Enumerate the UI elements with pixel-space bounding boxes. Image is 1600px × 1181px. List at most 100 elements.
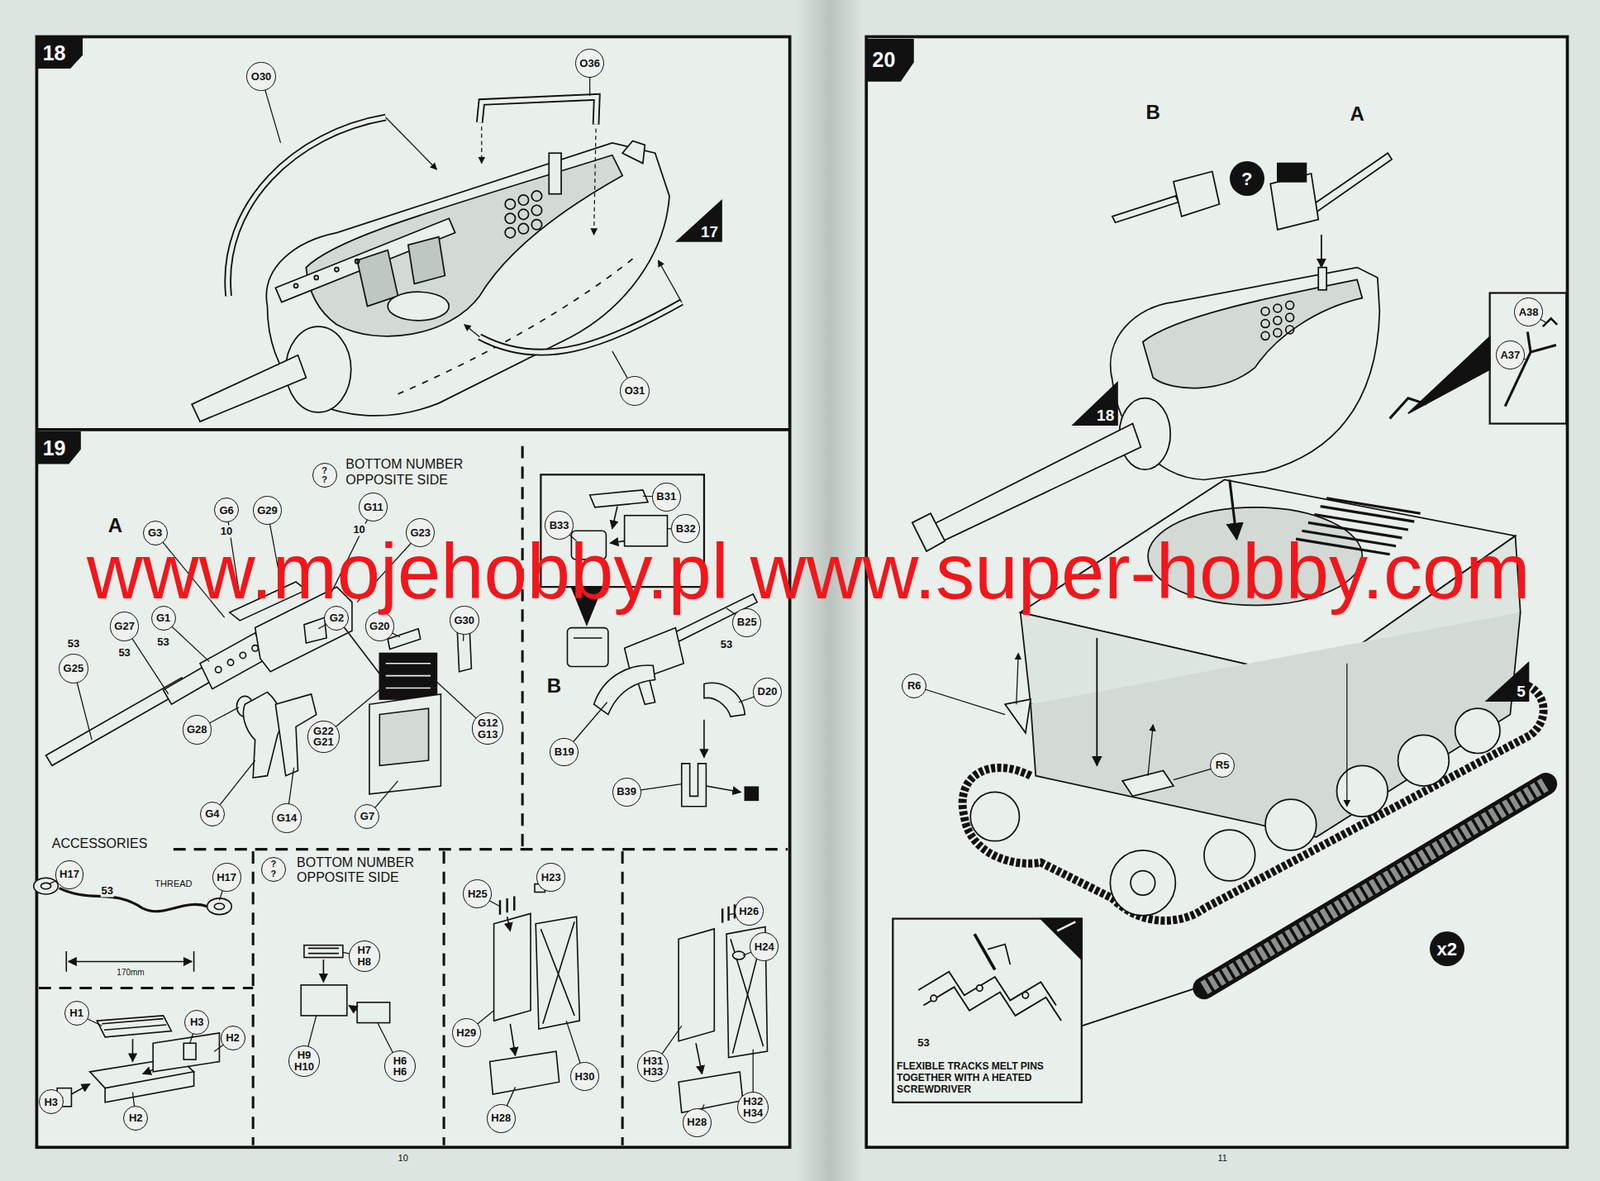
- line-art: [59, 888, 208, 912]
- bottom-number-symbol: ? ?: [312, 462, 338, 488]
- step-number: 19: [38, 431, 81, 465]
- line-art: [480, 126, 482, 163]
- part-code: H26: [738, 905, 759, 918]
- line-art: [369, 694, 441, 795]
- line-art: [183, 1042, 196, 1060]
- part-code: H23: [541, 871, 562, 884]
- step-reference-triangle: 5: [1484, 661, 1529, 702]
- turret-drawing: [191, 96, 682, 422]
- line-art: [1040, 919, 1081, 960]
- part-code: B39: [616, 785, 637, 798]
- section-heading: ACCESSORIES: [51, 836, 149, 852]
- line-art: [1261, 307, 1270, 316]
- line-art: [1273, 304, 1282, 313]
- line-art: [308, 947, 339, 953]
- line-art: [1147, 724, 1153, 777]
- line-art: [1277, 163, 1307, 182]
- line-art: [1109, 850, 1176, 916]
- part-code: H9 H10: [294, 1049, 315, 1072]
- part-code: H29: [456, 1027, 477, 1039]
- line-art: [71, 1084, 90, 1095]
- part-code: G20: [369, 620, 391, 633]
- part-code: 18: [38, 42, 67, 64]
- variant-letter: B: [1145, 100, 1162, 124]
- part-code: 19: [38, 438, 67, 459]
- part-code: H24: [754, 941, 775, 953]
- line-art: [294, 283, 299, 288]
- line-art: [594, 128, 596, 235]
- line-art: [1095, 638, 1098, 766]
- callout-number: G29: [252, 495, 283, 526]
- line-art: [1273, 328, 1282, 338]
- line-art: [38, 986, 253, 990]
- accessory-drawing: [33, 877, 768, 1113]
- line-art: [173, 847, 788, 851]
- line-art: [612, 506, 618, 529]
- line-art: [490, 1051, 560, 1095]
- line-art: [314, 275, 319, 280]
- callout-number: H26: [734, 896, 764, 926]
- line-art: [1130, 871, 1156, 896]
- part-code: H28: [490, 1112, 511, 1124]
- line-art: [1022, 992, 1029, 999]
- gun-b-drawing: [540, 474, 758, 806]
- line-art: [387, 291, 449, 321]
- part-code: G2: [329, 612, 344, 624]
- callout-number: G11: [358, 492, 388, 522]
- callout-number: H7 H8: [348, 940, 381, 972]
- line-art: [1336, 765, 1388, 817]
- line-art: [705, 785, 741, 792]
- line-art: [930, 995, 937, 1001]
- paint-code: 53: [66, 638, 81, 651]
- part-code: A37: [1500, 349, 1520, 362]
- callout-number: H9 H10: [288, 1045, 320, 1077]
- line-art: [252, 645, 258, 652]
- part-code: A38: [1519, 306, 1539, 319]
- line-art: [1285, 300, 1295, 310]
- line-art: [191, 355, 306, 422]
- line-art: [300, 985, 348, 1016]
- line-art: [104, 1071, 194, 1103]
- line-art: [744, 786, 758, 800]
- line-art: [622, 140, 645, 163]
- line-art: [479, 96, 597, 124]
- line-art: [509, 1023, 515, 1056]
- line-art: [1455, 708, 1500, 753]
- step-reference-triangle: 18: [1071, 380, 1119, 426]
- line-art: [657, 260, 681, 303]
- line-art: [1173, 171, 1220, 216]
- callout-number: H23: [536, 862, 566, 892]
- line-art: [239, 652, 246, 658]
- line-art: [494, 913, 531, 1021]
- line-art: [1261, 331, 1270, 340]
- line-art: [142, 1069, 153, 1074]
- callout-number: H2: [220, 1025, 246, 1051]
- callout-number: R6: [901, 673, 927, 699]
- line-art: [970, 791, 1020, 841]
- callout-number: G22 G21: [307, 720, 339, 753]
- part-code: H30: [575, 1071, 596, 1083]
- line-art: [1305, 152, 1392, 217]
- line-art: [892, 919, 1081, 1103]
- line-art: [1030, 612, 1521, 838]
- line-art: [228, 117, 386, 296]
- line-art: [681, 763, 707, 807]
- part-code: H31 H33: [642, 1055, 663, 1078]
- line-art: [1320, 234, 1323, 268]
- part-code: G30: [453, 614, 475, 627]
- line-art: [294, 190, 543, 288]
- part-code: B33: [549, 519, 570, 532]
- leader-lines: [48, 63, 1546, 1124]
- part-code: G14: [276, 812, 298, 824]
- part-code: H3: [190, 1016, 205, 1029]
- line-art: [252, 851, 255, 1146]
- line-art: [266, 142, 670, 416]
- callout-number: G6: [214, 497, 239, 523]
- line-art: [442, 851, 446, 1146]
- line-art: [504, 199, 515, 210]
- part-code: G6: [219, 504, 234, 517]
- part-code: G1: [156, 612, 171, 624]
- part-code: H28: [686, 1116, 707, 1129]
- line-art: [304, 945, 343, 958]
- paint-code: 53: [156, 635, 170, 648]
